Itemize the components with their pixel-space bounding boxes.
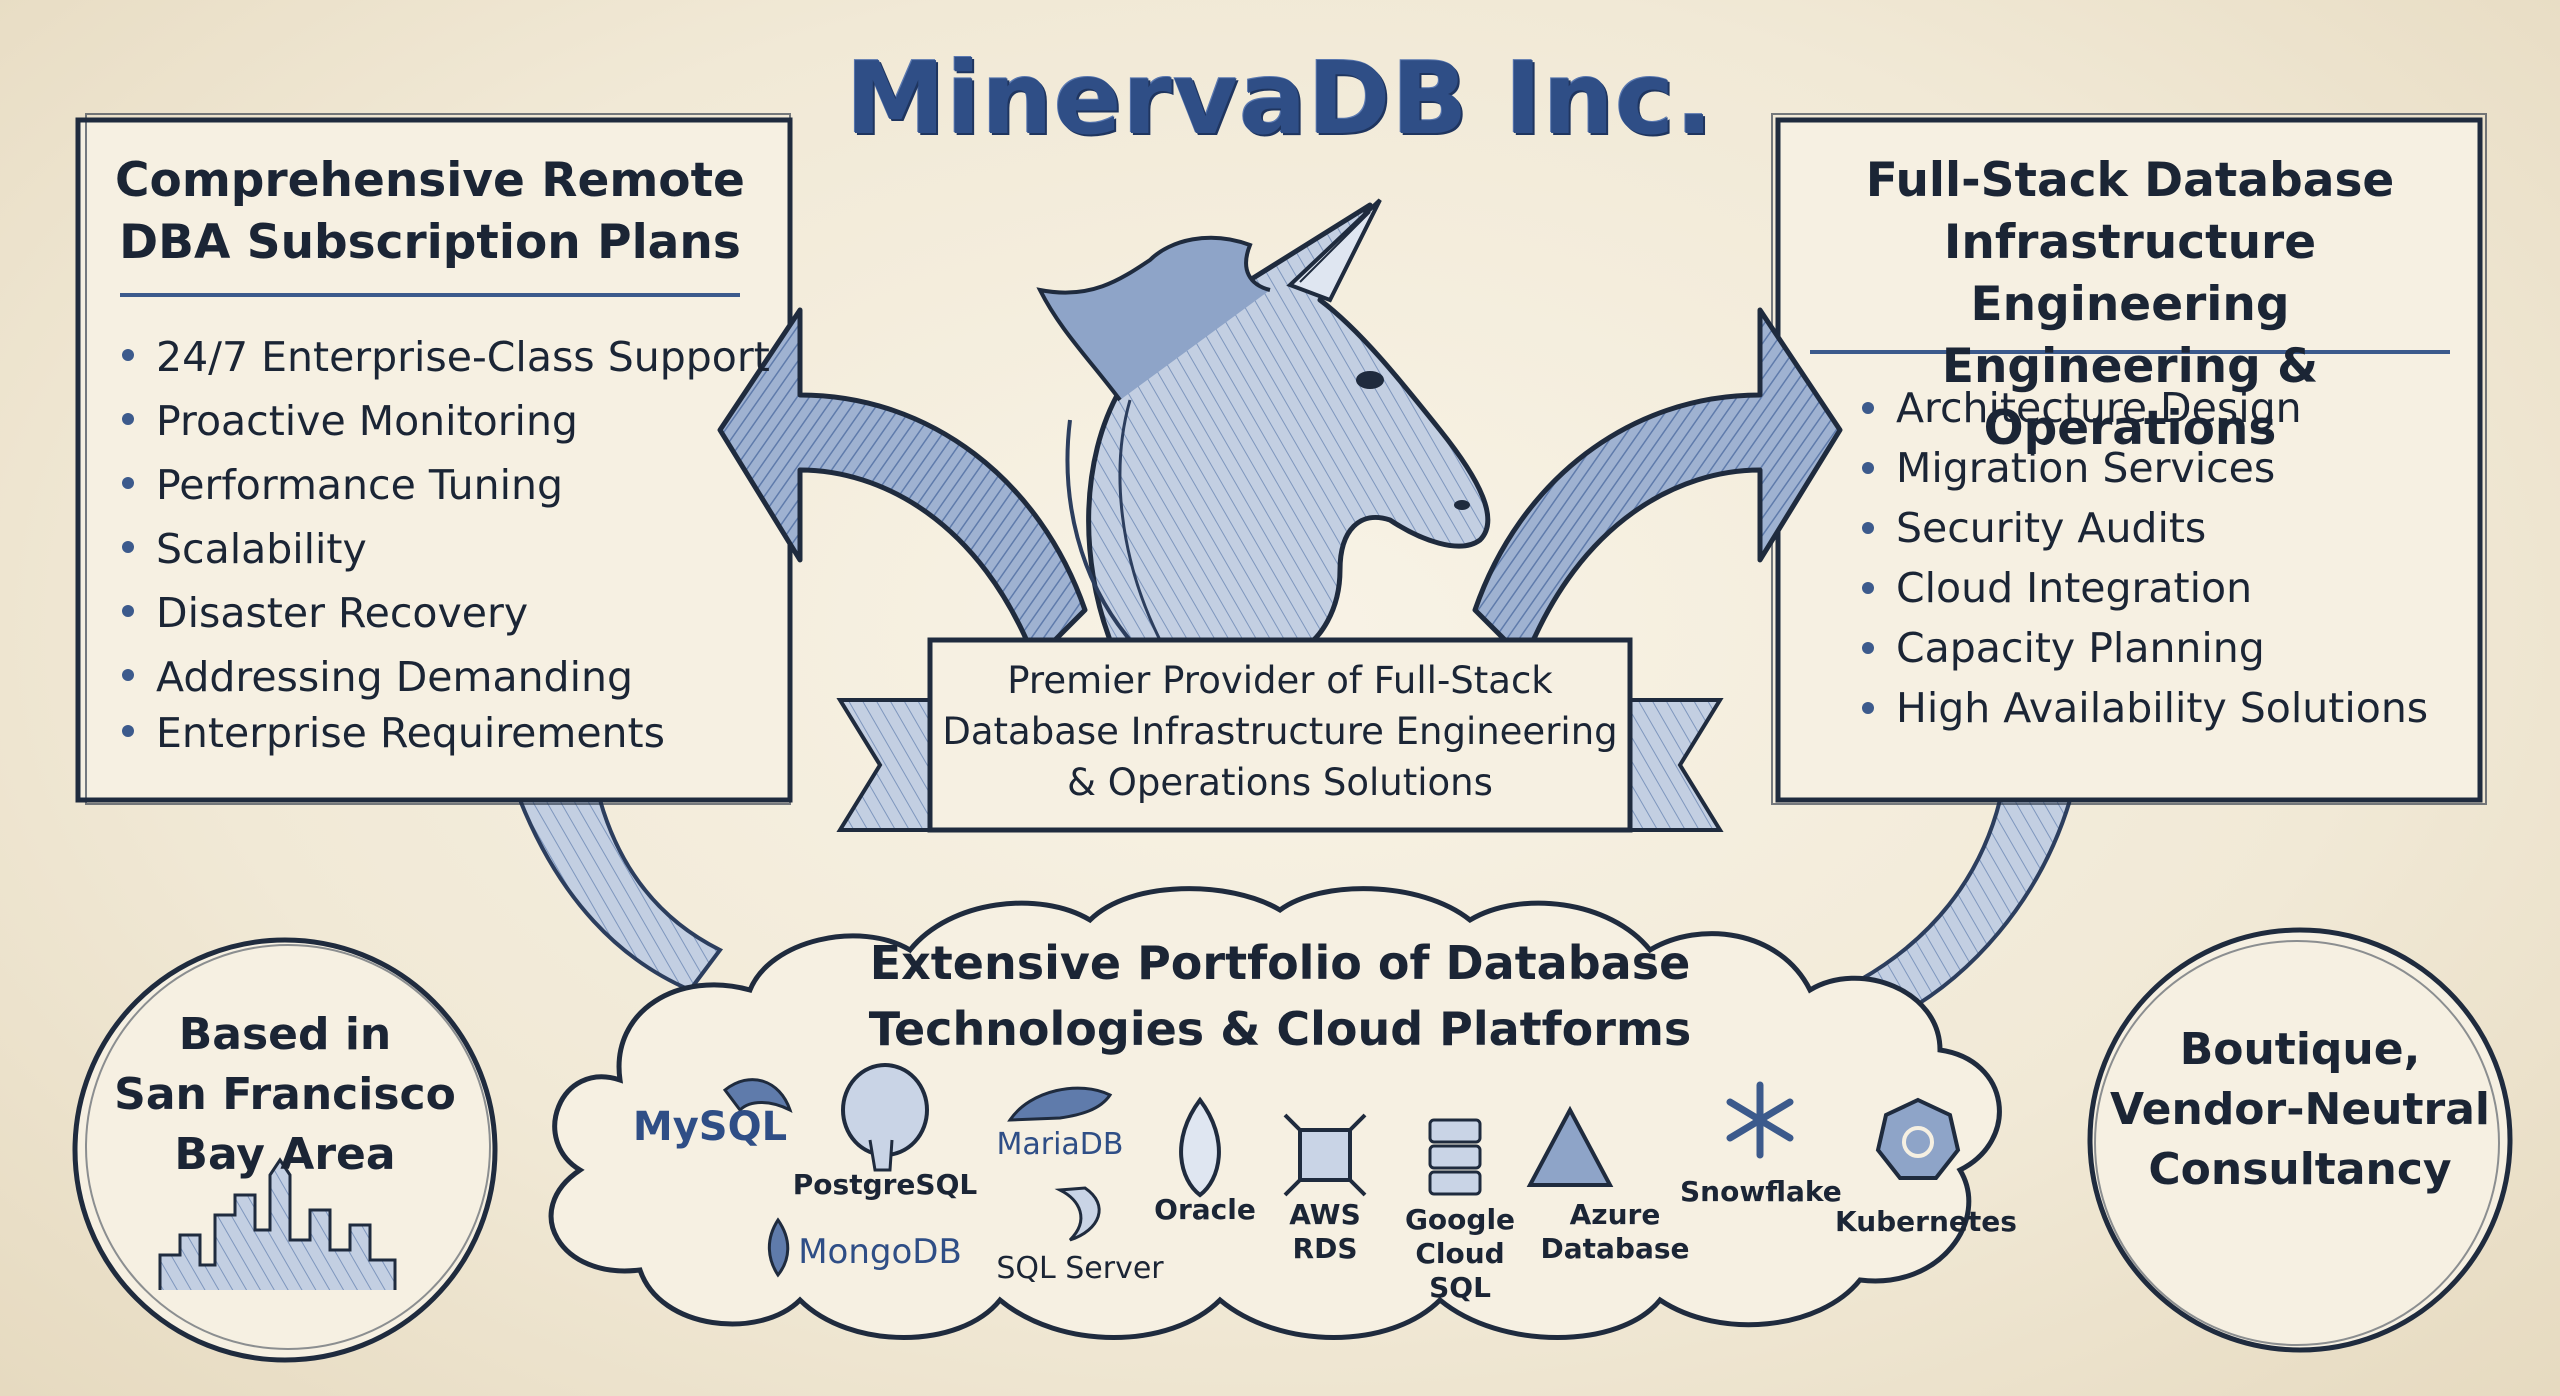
list-item-continued: Enterprise Requirements: [118, 701, 778, 765]
aws-rds-label-line2: RDS: [1292, 1232, 1358, 1265]
portfolio-cloud: [548, 886, 2002, 1340]
list-item: High Availability Solutions: [1858, 678, 2458, 738]
aws-rds-label: AWS RDS: [1270, 1198, 1380, 1266]
right-arrow: [1472, 307, 1843, 663]
snowflake-icon: [1726, 1081, 1794, 1159]
azure-database-label-line1: Azure: [1569, 1198, 1661, 1231]
right-circle-text: Boutique, Vendor-Neutral Consultancy: [2110, 1020, 2490, 1200]
left-circle-line3: Bay Area: [174, 1129, 396, 1180]
google-cloud-sql-icon: [1428, 1118, 1482, 1196]
list-item: Addressing Demanding: [118, 645, 778, 709]
unicorn-illustration: [1036, 198, 1491, 653]
aws-rds-label-line1: AWS: [1289, 1198, 1361, 1231]
cloud-heading-line2: Technologies & Cloud Platforms: [868, 1002, 1692, 1056]
list-item: Disaster Recovery: [118, 581, 778, 645]
list-item: Performance Tuning: [118, 453, 778, 517]
left-circle-line1: Based in: [178, 1009, 392, 1060]
right-box-heading: Full-Stack Database Infrastructure Engin…: [1790, 150, 2470, 460]
mysql-label: MySQL: [632, 1104, 788, 1150]
google-cloud-sql-label-line2: Cloud SQL: [1415, 1237, 1505, 1304]
kubernetes-label: Kubernetes: [1835, 1205, 2017, 1238]
left-circle-text: Based in San Francisco Bay Area: [95, 1005, 475, 1185]
banner-line1: Premier Provider of Full-Stack: [1007, 659, 1553, 702]
snowflake-label: Snowflake: [1680, 1175, 1842, 1208]
banner-ribbon: [836, 637, 1724, 833]
left-box-heading-line2: DBA Subscription Plans: [119, 215, 741, 270]
left-box-list: 24/7 Enterprise-Class Support Proactive …: [118, 325, 778, 765]
left-box: [75, 113, 793, 805]
page-title: MinervaDB Inc.: [845, 40, 1715, 157]
azure-database-label-line2: Database: [1540, 1232, 1690, 1265]
google-cloud-sql-label: Google Cloud SQL: [1385, 1203, 1535, 1305]
left-circle-line2: San Francisco: [114, 1069, 456, 1120]
mariadb-label: MariaDB: [996, 1127, 1124, 1162]
left-connector-arc: [517, 798, 724, 993]
mongodb-label: MongoDB: [798, 1232, 962, 1272]
left-circle: [72, 937, 498, 1363]
banner-line2: Database Infrastructure Engineering: [942, 710, 1618, 753]
oracle-label: Oracle: [1154, 1193, 1256, 1226]
postgresql-icon: [841, 1063, 929, 1172]
list-item: Migration Services: [1858, 438, 2458, 498]
azure-database-label: Azure Database: [1540, 1198, 1690, 1266]
right-circle-line3: Consultancy: [2148, 1144, 2452, 1195]
left-arrow: [717, 307, 1088, 663]
list-item: Capacity Planning: [1858, 618, 2458, 678]
list-item: Proactive Monitoring: [118, 389, 778, 453]
mysql-icon: [722, 1078, 793, 1113]
list-item: Cloud Integration: [1858, 558, 2458, 618]
list-item: Scalability: [118, 517, 778, 581]
banner-line3: & Operations Solutions: [1067, 761, 1493, 804]
postgresql-label: PostgreSQL: [792, 1168, 978, 1201]
cloud-heading: Extensive Portfolio of Database Technolo…: [830, 930, 1730, 1062]
aws-rds-icon: [1283, 1113, 1367, 1197]
right-box-heading-line1: Full-Stack Database: [1865, 153, 2395, 208]
left-box-heading-line1: Comprehensive Remote: [115, 153, 745, 208]
right-circle-line1: Boutique,: [2179, 1024, 2421, 1075]
oracle-icon: [1179, 1096, 1221, 1198]
cloud-heading-line1: Extensive Portfolio of Database: [869, 936, 1691, 990]
google-cloud-sql-label-line1: Google: [1404, 1203, 1516, 1236]
sqlserver-icon: [1054, 1186, 1101, 1242]
mariadb-icon: [1007, 1086, 1113, 1122]
list-item: Architecture Design: [1858, 378, 2458, 438]
right-box-heading-line2: Infrastructure Engineering: [1943, 215, 2317, 332]
left-box-heading: Comprehensive Remote DBA Subscription Pl…: [100, 150, 760, 274]
mongodb-icon: [767, 1217, 790, 1278]
list-item: 24/7 Enterprise-Class Support: [118, 325, 778, 389]
kubernetes-icon: [1875, 1097, 1961, 1180]
skyline-icon: [158, 1157, 397, 1290]
right-circle-line2: Vendor-Neutral: [2110, 1084, 2490, 1135]
banner-text: Premier Provider of Full-Stack Database …: [930, 655, 1630, 808]
right-box-list: Architecture Design Migration Services S…: [1858, 378, 2458, 738]
right-box-heading-line3: Engineering & Operations: [1941, 339, 2319, 456]
sqlserver-label: SQL Server: [996, 1251, 1164, 1286]
list-item: Security Audits: [1858, 498, 2458, 558]
right-circle: [2087, 927, 2513, 1353]
azure-database-icon: [1526, 1105, 1614, 1187]
right-box: [1771, 113, 2487, 805]
